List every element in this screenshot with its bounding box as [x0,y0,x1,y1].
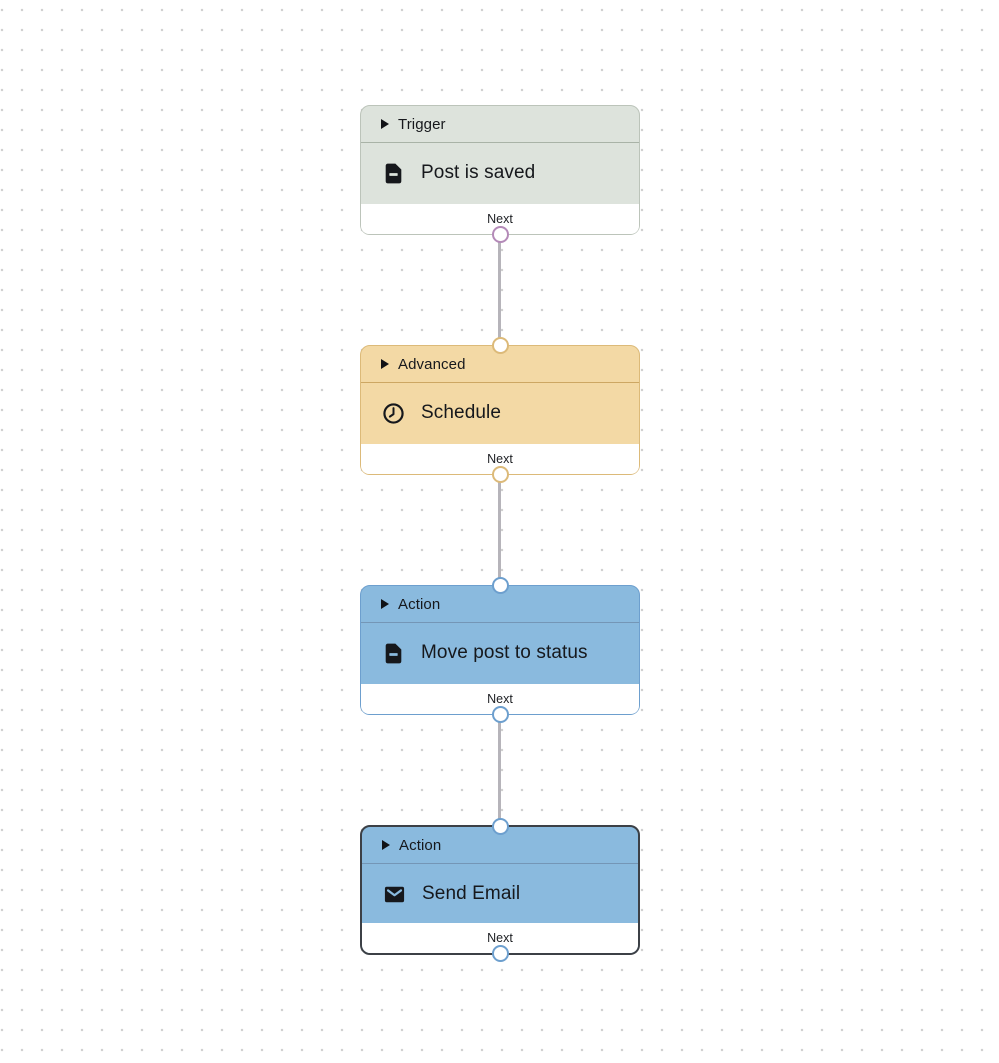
workflow-node-schedule[interactable]: Advanced Schedule Next [360,337,640,483]
workflow-node-trigger[interactable]: Trigger Post is saved Next [360,105,640,243]
next-port-label: Next [487,212,513,226]
input-port[interactable] [491,337,509,354]
node-category-label: Trigger [398,115,446,133]
node-body[interactable]: Post is saved [361,143,639,203]
node-category-label: Action [399,836,442,854]
node-header[interactable]: Action [362,827,638,864]
collapse-triangle-icon[interactable] [382,840,390,850]
node-header[interactable]: Advanced [361,346,639,383]
clock-icon [381,401,406,426]
connection-edge[interactable] [498,473,501,587]
node-body[interactable]: Schedule [361,383,639,443]
output-port[interactable] [491,226,509,243]
node-header[interactable]: Action [361,586,639,623]
connection-edge[interactable] [498,233,501,347]
node-title: Send Email [422,883,521,904]
document-icon [381,641,406,666]
node-header[interactable]: Trigger [361,106,639,143]
next-port-label: Next [487,931,513,945]
output-port[interactable] [491,706,509,723]
node-category-label: Action [398,595,441,613]
collapse-triangle-icon[interactable] [381,359,389,369]
collapse-triangle-icon[interactable] [381,599,389,609]
node-body[interactable]: Move post to status [361,623,639,683]
input-port[interactable] [491,577,509,594]
output-port[interactable] [491,466,509,483]
node-category-label: Advanced [398,355,466,373]
node-title: Post is saved [421,162,536,183]
document-icon [381,161,406,186]
workflow-node-send-email[interactable]: Action Send Email Next [360,818,640,962]
node-title: Move post to status [421,642,588,663]
input-port[interactable] [491,818,509,835]
connection-edge[interactable] [498,713,501,827]
node-title: Schedule [421,402,502,423]
output-port[interactable] [491,945,509,962]
email-icon [382,882,407,907]
collapse-triangle-icon[interactable] [381,119,389,129]
next-port-label: Next [487,452,513,466]
workflow-node-move-post[interactable]: Action Move post to status Next [360,577,640,723]
next-port-label: Next [487,692,513,706]
node-body[interactable]: Send Email [362,864,638,924]
